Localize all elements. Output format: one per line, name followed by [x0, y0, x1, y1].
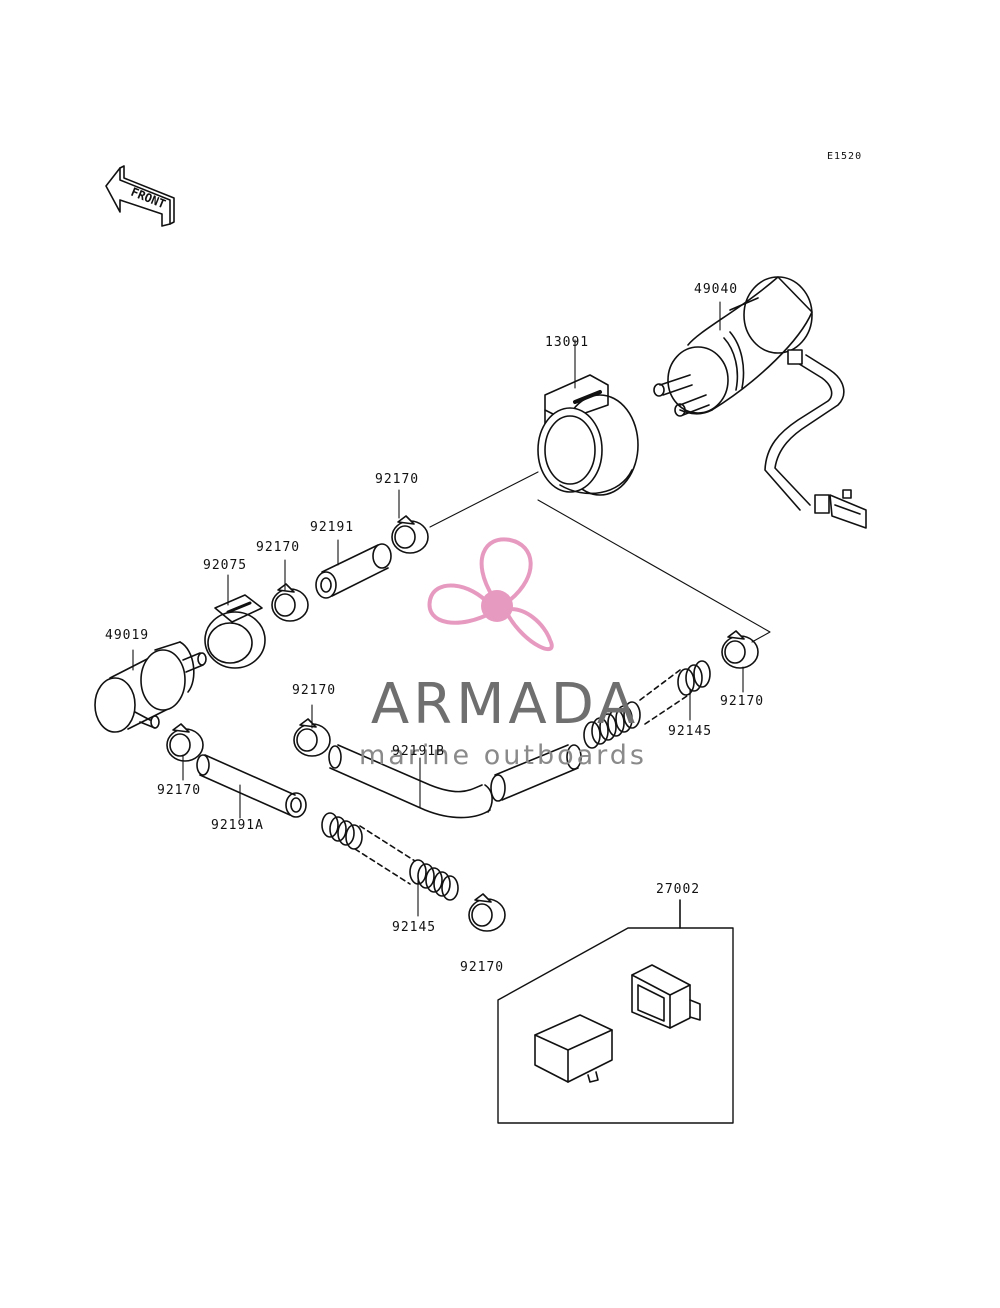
- watermark-subtitle: marine outboards: [358, 740, 647, 771]
- part-label-92170-a[interactable]: 92170: [375, 472, 420, 487]
- clamp-92170-b: [271, 583, 309, 622]
- part-label-92170-b[interactable]: 92170: [256, 540, 301, 555]
- armada-logo-icon: [427, 537, 554, 652]
- part-label-49019[interactable]: 49019: [105, 628, 150, 643]
- clamp-92170-f: [468, 893, 506, 932]
- spring-92145-upper: [583, 660, 711, 749]
- part-label-92145-a[interactable]: 92145: [668, 724, 713, 739]
- part-label-13091[interactable]: 13091: [545, 335, 590, 350]
- part-label-92170-d[interactable]: 92170: [292, 683, 337, 698]
- part-label-27002[interactable]: 27002: [656, 882, 701, 897]
- diagram-code: E1520: [827, 151, 863, 162]
- clamp-92170-c: [166, 723, 204, 762]
- front-arrow-icon: FRONT: [105, 165, 175, 227]
- part-label-49040[interactable]: 49040: [694, 282, 739, 297]
- part-label-92075[interactable]: 92075: [203, 558, 248, 573]
- part-label-92191[interactable]: 92191: [310, 520, 355, 535]
- hose-92191: [315, 543, 392, 599]
- hose-92191B: [328, 744, 582, 819]
- fuel-pump-49040: [653, 276, 867, 529]
- kit-27002: [497, 899, 734, 1124]
- spring-92145-lower: [321, 812, 459, 901]
- clamp-92170-e: [721, 630, 759, 669]
- bracket-13091: [537, 374, 639, 496]
- part-label-92145-b[interactable]: 92145: [392, 920, 437, 935]
- part-label-92170-e[interactable]: 92170: [720, 694, 765, 709]
- clamp-92075: [204, 594, 266, 669]
- hose-92191A: [196, 754, 307, 818]
- part-label-92191B[interactable]: 92191B: [392, 744, 445, 759]
- filter-49019: [94, 641, 207, 733]
- part-label-92170-c[interactable]: 92170: [157, 783, 202, 798]
- clamp-92170-a: [391, 515, 429, 554]
- watermark-title: ARMADA: [370, 672, 640, 737]
- part-label-92170-f[interactable]: 92170: [460, 960, 505, 975]
- part-label-92191A[interactable]: 92191A: [211, 818, 264, 833]
- guide-lines: [132, 301, 771, 917]
